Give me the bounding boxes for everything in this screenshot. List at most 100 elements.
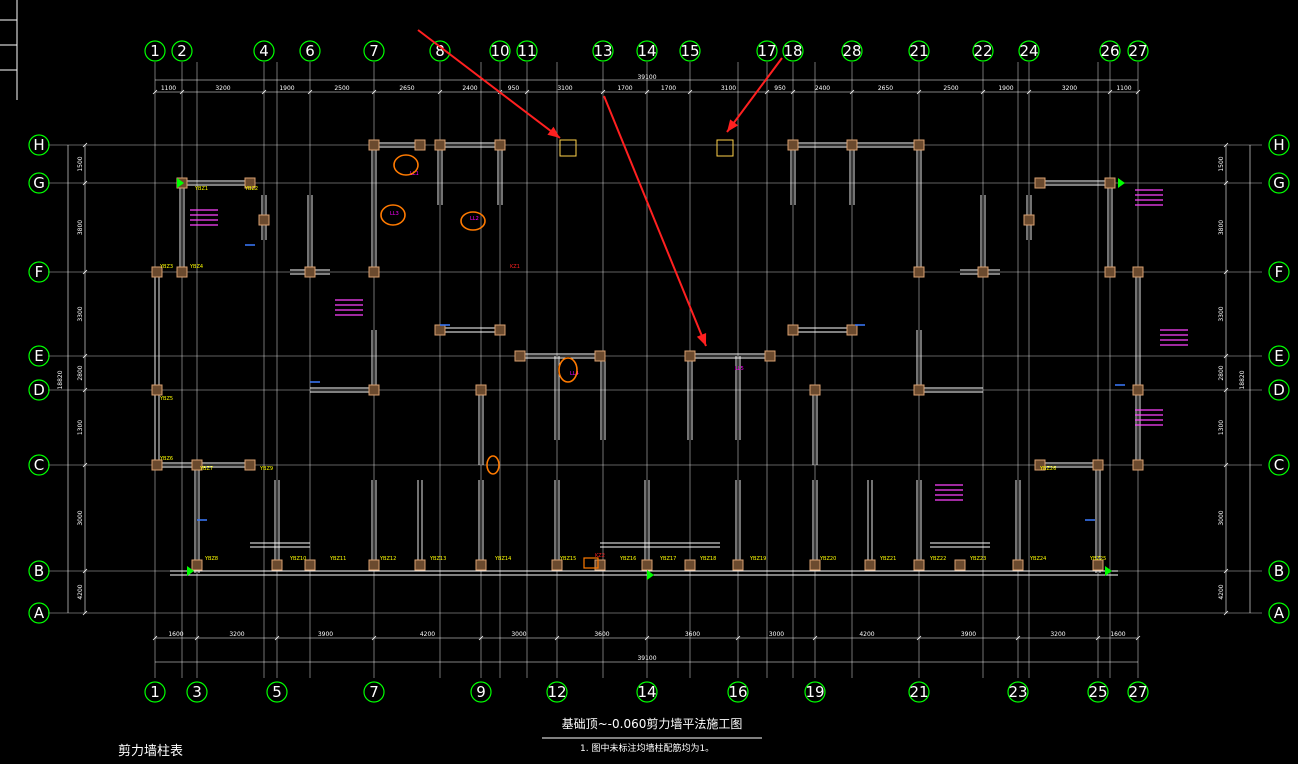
axis-bubble-circle	[546, 681, 568, 703]
axis-bubble-circle	[1268, 261, 1290, 283]
axis-bubble-circle	[516, 40, 538, 62]
dimension-value: 2500	[334, 85, 349, 92]
wall-column	[732, 559, 744, 571]
axis-bubble-top: 1	[144, 40, 166, 62]
dimension-tick	[1223, 387, 1229, 393]
wall-column	[1132, 459, 1144, 471]
wall-column	[787, 324, 799, 336]
red-arrow-head	[696, 333, 707, 346]
orange-markup-circle	[558, 357, 578, 383]
wall-column	[846, 139, 858, 151]
red-arrow-head	[727, 119, 739, 132]
axis-bubble-circle	[1268, 134, 1290, 156]
target-box	[559, 139, 577, 157]
dimension-value: 3200	[1050, 631, 1065, 638]
axis-bubble-circle	[908, 681, 930, 703]
dimension-value: 1900	[279, 85, 294, 92]
wall-column-tag: YBZ13	[429, 556, 446, 562]
dimension-tick	[1223, 180, 1229, 186]
axis-bubble-label: D	[33, 381, 45, 399]
axis-bubble-bottom: 12	[546, 681, 568, 703]
dimension-tick	[980, 89, 986, 95]
axis-bubble-circle	[908, 40, 930, 62]
dimension-value: 3900	[961, 631, 976, 638]
axis-bubble-label: 17	[757, 42, 776, 60]
wall-column	[913, 384, 925, 396]
wall-column-tag: YBZ12	[379, 556, 396, 562]
wall-column	[977, 266, 989, 278]
axis-bubble-right: D	[1268, 379, 1290, 401]
axis-bubble-top: 7	[363, 40, 385, 62]
axis-bubble-bottom: 19	[804, 681, 826, 703]
axis-bubble-label: 7	[369, 42, 379, 60]
axis-bubble-circle	[1268, 560, 1290, 582]
axis-bubble-label: C	[34, 456, 44, 474]
wall-column-tag: YBZ16	[619, 556, 636, 562]
axis-bubble-label: 4	[259, 42, 269, 60]
axis-bubble-left: G	[28, 172, 50, 194]
wall-column-table-caption: 剪力墙柱表	[118, 743, 183, 759]
dimension-tick	[764, 89, 770, 95]
wall-column	[191, 559, 203, 571]
axis-bubble-label: 18	[783, 42, 802, 60]
dimension-tick	[849, 89, 855, 95]
wall-column-tag: YBZ10	[289, 556, 306, 562]
wall-column-tag: YBZ23	[969, 556, 986, 562]
dimension-value: 3900	[318, 631, 333, 638]
axis-bubble-right: H	[1268, 134, 1290, 156]
orange-markup-circle	[393, 154, 419, 176]
axis-bubble-circle	[1268, 454, 1290, 476]
axis-bubble-label: 1	[150, 42, 160, 60]
axis-bubble-label: 9	[476, 683, 486, 701]
target-box	[583, 557, 599, 569]
wall-column	[244, 177, 256, 189]
wall-column	[1104, 266, 1116, 278]
axis-bubble-left: A	[28, 602, 50, 624]
axis-bubble-circle	[1268, 602, 1290, 624]
dimension-value: 2650	[878, 85, 893, 92]
dimension-tick	[152, 89, 158, 95]
wall-column-tag: YBZ21	[879, 556, 896, 562]
axis-bubble-label: 3	[192, 683, 202, 701]
wall-column-tag: YBZ8	[204, 556, 218, 562]
axis-bubble-circle	[1127, 681, 1149, 703]
overall-dimension-bottom: 39100	[637, 655, 656, 662]
wall-column	[809, 384, 821, 396]
frame-column-tag: KZ2	[595, 553, 605, 559]
axis-bubble-circle	[679, 40, 701, 62]
dimension-value: 1600	[1110, 631, 1125, 638]
dimension-tick	[524, 89, 530, 95]
dimension-value: 3100	[721, 85, 736, 92]
axis-bubble-circle	[253, 40, 275, 62]
axis-bubble-circle	[636, 40, 658, 62]
dimension-value: 2500	[943, 85, 958, 92]
axis-bubble-circle	[782, 40, 804, 62]
axis-bubble-circle	[1268, 379, 1290, 401]
red-arrow-head	[547, 126, 560, 138]
dimension-value: 1500	[77, 156, 84, 171]
axis-bubble-circle	[1018, 40, 1040, 62]
dimension-value: 1100	[1116, 85, 1131, 92]
red-arrow-shaft	[603, 95, 707, 347]
axis-bubble-top: 8	[429, 40, 451, 62]
axis-bubble-top: 2	[171, 40, 193, 62]
dimension-value: 3000	[77, 510, 84, 525]
wall-column-tag: YBZ7	[199, 466, 213, 472]
dimension-value: 2400	[815, 85, 830, 92]
axis-bubble-left: C	[28, 454, 50, 476]
wall-column	[1092, 459, 1104, 471]
red-arrow-shaft	[726, 57, 783, 133]
dimension-tick	[82, 269, 88, 275]
wall-column	[764, 350, 776, 362]
axis-bubble-label: D	[1273, 381, 1285, 399]
axis-bubble-label: 21	[909, 683, 928, 701]
wall-columns	[151, 139, 1144, 571]
axis-bubble-bottom: 1	[144, 681, 166, 703]
axis-bubble-bottom: 3	[186, 681, 208, 703]
axis-bubble-circle	[363, 40, 385, 62]
wall-column	[151, 266, 163, 278]
dimension-tick	[916, 89, 922, 95]
wall-column	[244, 459, 256, 471]
axis-bubble-label: 8	[435, 42, 445, 60]
